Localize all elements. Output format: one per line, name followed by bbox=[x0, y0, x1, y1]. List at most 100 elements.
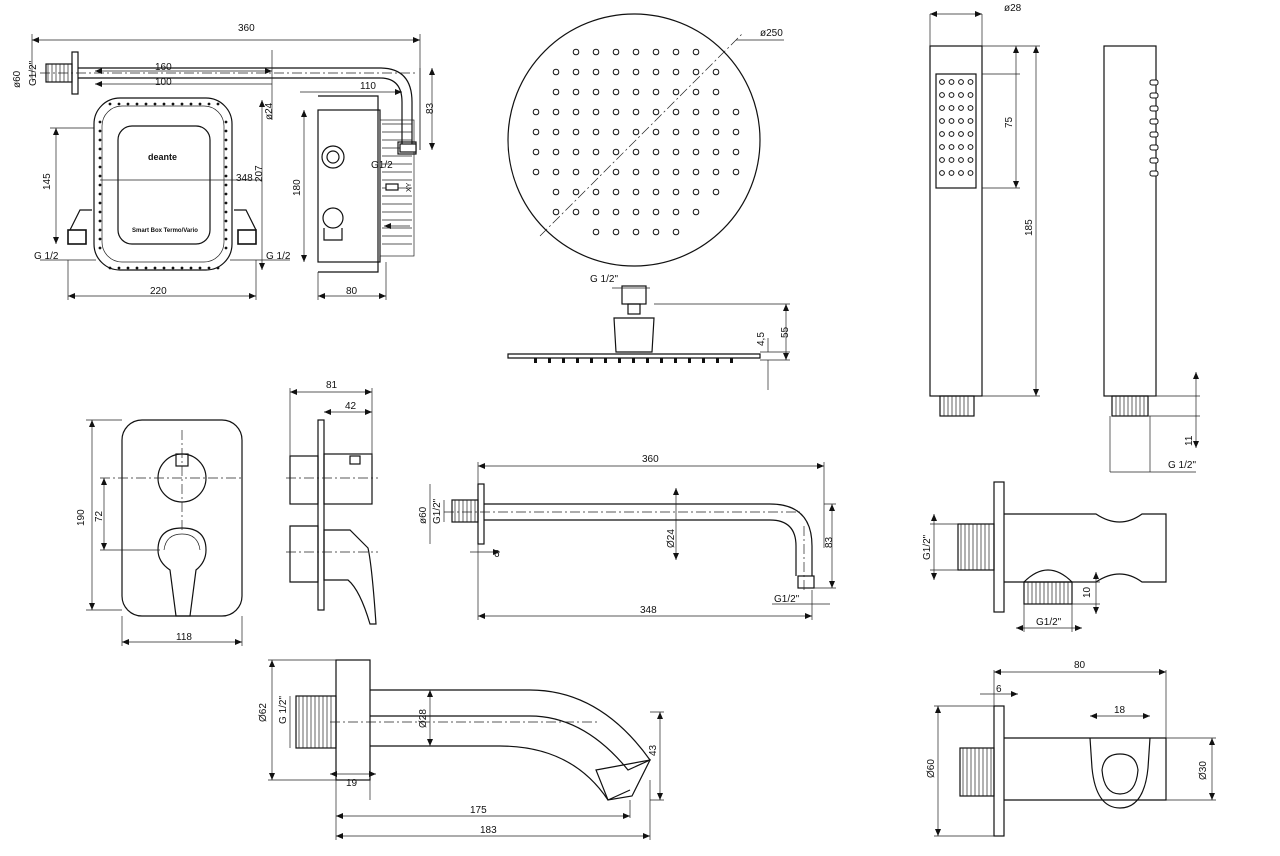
screw-dot bbox=[224, 228, 228, 232]
bath-spout: Ø62 G 1/2" Ø28 43 19 175 183 bbox=[258, 659, 664, 840]
nozzle-hole bbox=[572, 88, 580, 96]
screw-dot bbox=[162, 102, 166, 106]
nozzle-hole bbox=[652, 128, 660, 136]
hand-nozzle bbox=[967, 131, 974, 137]
nozzle-hole bbox=[712, 68, 720, 76]
outlet-thread: G1/2" bbox=[922, 534, 933, 560]
hand-nozzle bbox=[958, 131, 964, 137]
nozzle-hole bbox=[652, 208, 660, 216]
holder-len: 80 bbox=[1074, 660, 1086, 671]
box-len: 348 bbox=[236, 173, 253, 184]
head-h: 55 bbox=[780, 326, 791, 338]
nozzle-hole bbox=[692, 68, 700, 76]
nozzle-hole bbox=[632, 108, 640, 116]
nozzle-hole bbox=[632, 48, 640, 56]
arm-top-off: 110 bbox=[360, 81, 376, 92]
mixer-front-view: 190 72 118 bbox=[76, 419, 243, 646]
screw-dot bbox=[98, 228, 102, 232]
screw-dot bbox=[98, 237, 102, 241]
arm-top-d: ø60 bbox=[12, 70, 23, 88]
side-nozzle bbox=[716, 358, 719, 363]
screw-dot bbox=[117, 266, 121, 270]
nozzle-hole bbox=[632, 68, 640, 76]
nozzle-hole bbox=[692, 108, 700, 116]
box-brand: deante bbox=[148, 152, 177, 162]
nozzle-hole bbox=[732, 128, 740, 136]
arm-front-d: ø60 bbox=[418, 506, 429, 524]
nozzle-hole bbox=[692, 88, 700, 96]
spout-drop: 43 bbox=[648, 744, 659, 756]
screw-dot bbox=[189, 266, 193, 270]
side-nozzle bbox=[632, 358, 635, 363]
screw-dot bbox=[98, 120, 102, 124]
nozzle-hole bbox=[652, 168, 660, 176]
hand-nozzle bbox=[939, 131, 945, 137]
hand-nozzle bbox=[948, 170, 955, 176]
arm-top-thread: G1/2" bbox=[28, 60, 39, 86]
hand-nozzle bbox=[958, 79, 964, 85]
box-h-total: 207 bbox=[254, 165, 265, 182]
screw-dot bbox=[171, 102, 175, 106]
screw-dot bbox=[224, 210, 228, 214]
hand-len: 185 bbox=[1024, 219, 1035, 236]
screw-dot bbox=[171, 266, 175, 270]
smart-box-front-view: deante Smart Box Termo/Vario 220 145 G 1… bbox=[34, 97, 291, 300]
nozzle-hole bbox=[612, 148, 620, 156]
head-side-nozzles bbox=[534, 358, 733, 363]
screw-dot bbox=[108, 102, 112, 106]
nozzle-hole bbox=[712, 188, 720, 196]
screw-dot bbox=[117, 102, 121, 106]
screw-dot bbox=[224, 183, 228, 187]
outlet-h: 10 bbox=[1082, 586, 1093, 598]
mixer-h: 190 bbox=[76, 509, 87, 526]
side-nozzle bbox=[730, 358, 733, 363]
arm-front-len: 360 bbox=[642, 454, 659, 465]
hand-nozzle bbox=[939, 105, 945, 111]
screw-dot bbox=[126, 266, 130, 270]
screw-dot bbox=[224, 192, 228, 196]
screw-dot bbox=[98, 174, 102, 178]
screw-dot bbox=[207, 266, 211, 270]
spout-len1: 175 bbox=[470, 805, 487, 816]
hand-d: ø28 bbox=[1004, 3, 1022, 14]
nozzle-hole bbox=[672, 88, 680, 96]
nozzle-hole bbox=[712, 128, 720, 136]
nozzle-hole bbox=[592, 88, 600, 96]
nozzle-hole bbox=[572, 188, 580, 196]
screw-dot bbox=[98, 147, 102, 151]
hand-nozzle bbox=[958, 144, 964, 150]
nozzle-hole bbox=[652, 48, 660, 56]
hand-nozzle bbox=[948, 144, 955, 150]
screw-dot bbox=[153, 102, 157, 106]
mixer-side-view: 81 42 bbox=[286, 380, 378, 625]
nozzle-hole bbox=[592, 108, 600, 116]
hand-nozzle bbox=[958, 92, 964, 98]
head-d: ø250 bbox=[760, 28, 783, 39]
box-g-side: G1/2 bbox=[371, 160, 393, 171]
side-nozzle bbox=[576, 358, 579, 363]
hand-side-nozzle bbox=[1149, 79, 1159, 86]
nozzle-hole bbox=[672, 168, 680, 176]
nozzle-hole bbox=[672, 48, 680, 56]
hand-nozzle bbox=[948, 131, 955, 137]
screw-dot bbox=[126, 102, 130, 106]
screw-dot bbox=[180, 266, 184, 270]
mixer-depth2: 42 bbox=[345, 401, 357, 412]
screw-dot bbox=[144, 266, 148, 270]
screw-dot bbox=[216, 102, 220, 106]
spout-flange: 19 bbox=[346, 778, 358, 789]
screw-dot bbox=[198, 102, 202, 106]
screw-dot bbox=[224, 156, 228, 160]
screw-dot bbox=[189, 102, 193, 106]
mixer-axis: 72 bbox=[94, 510, 105, 522]
hand-face: 75 bbox=[1004, 116, 1015, 128]
hand-nozzle bbox=[958, 105, 964, 111]
nozzle-hole bbox=[672, 68, 680, 76]
holder-flange: 6 bbox=[996, 684, 1002, 695]
nozzle-hole bbox=[672, 108, 680, 116]
spout-thread: G 1/2" bbox=[278, 696, 289, 724]
nozzle-hole bbox=[632, 208, 640, 216]
hand-nozzle bbox=[958, 170, 964, 176]
box-g-right: G 1/2 bbox=[266, 251, 291, 262]
hand-nozzle bbox=[948, 118, 955, 124]
